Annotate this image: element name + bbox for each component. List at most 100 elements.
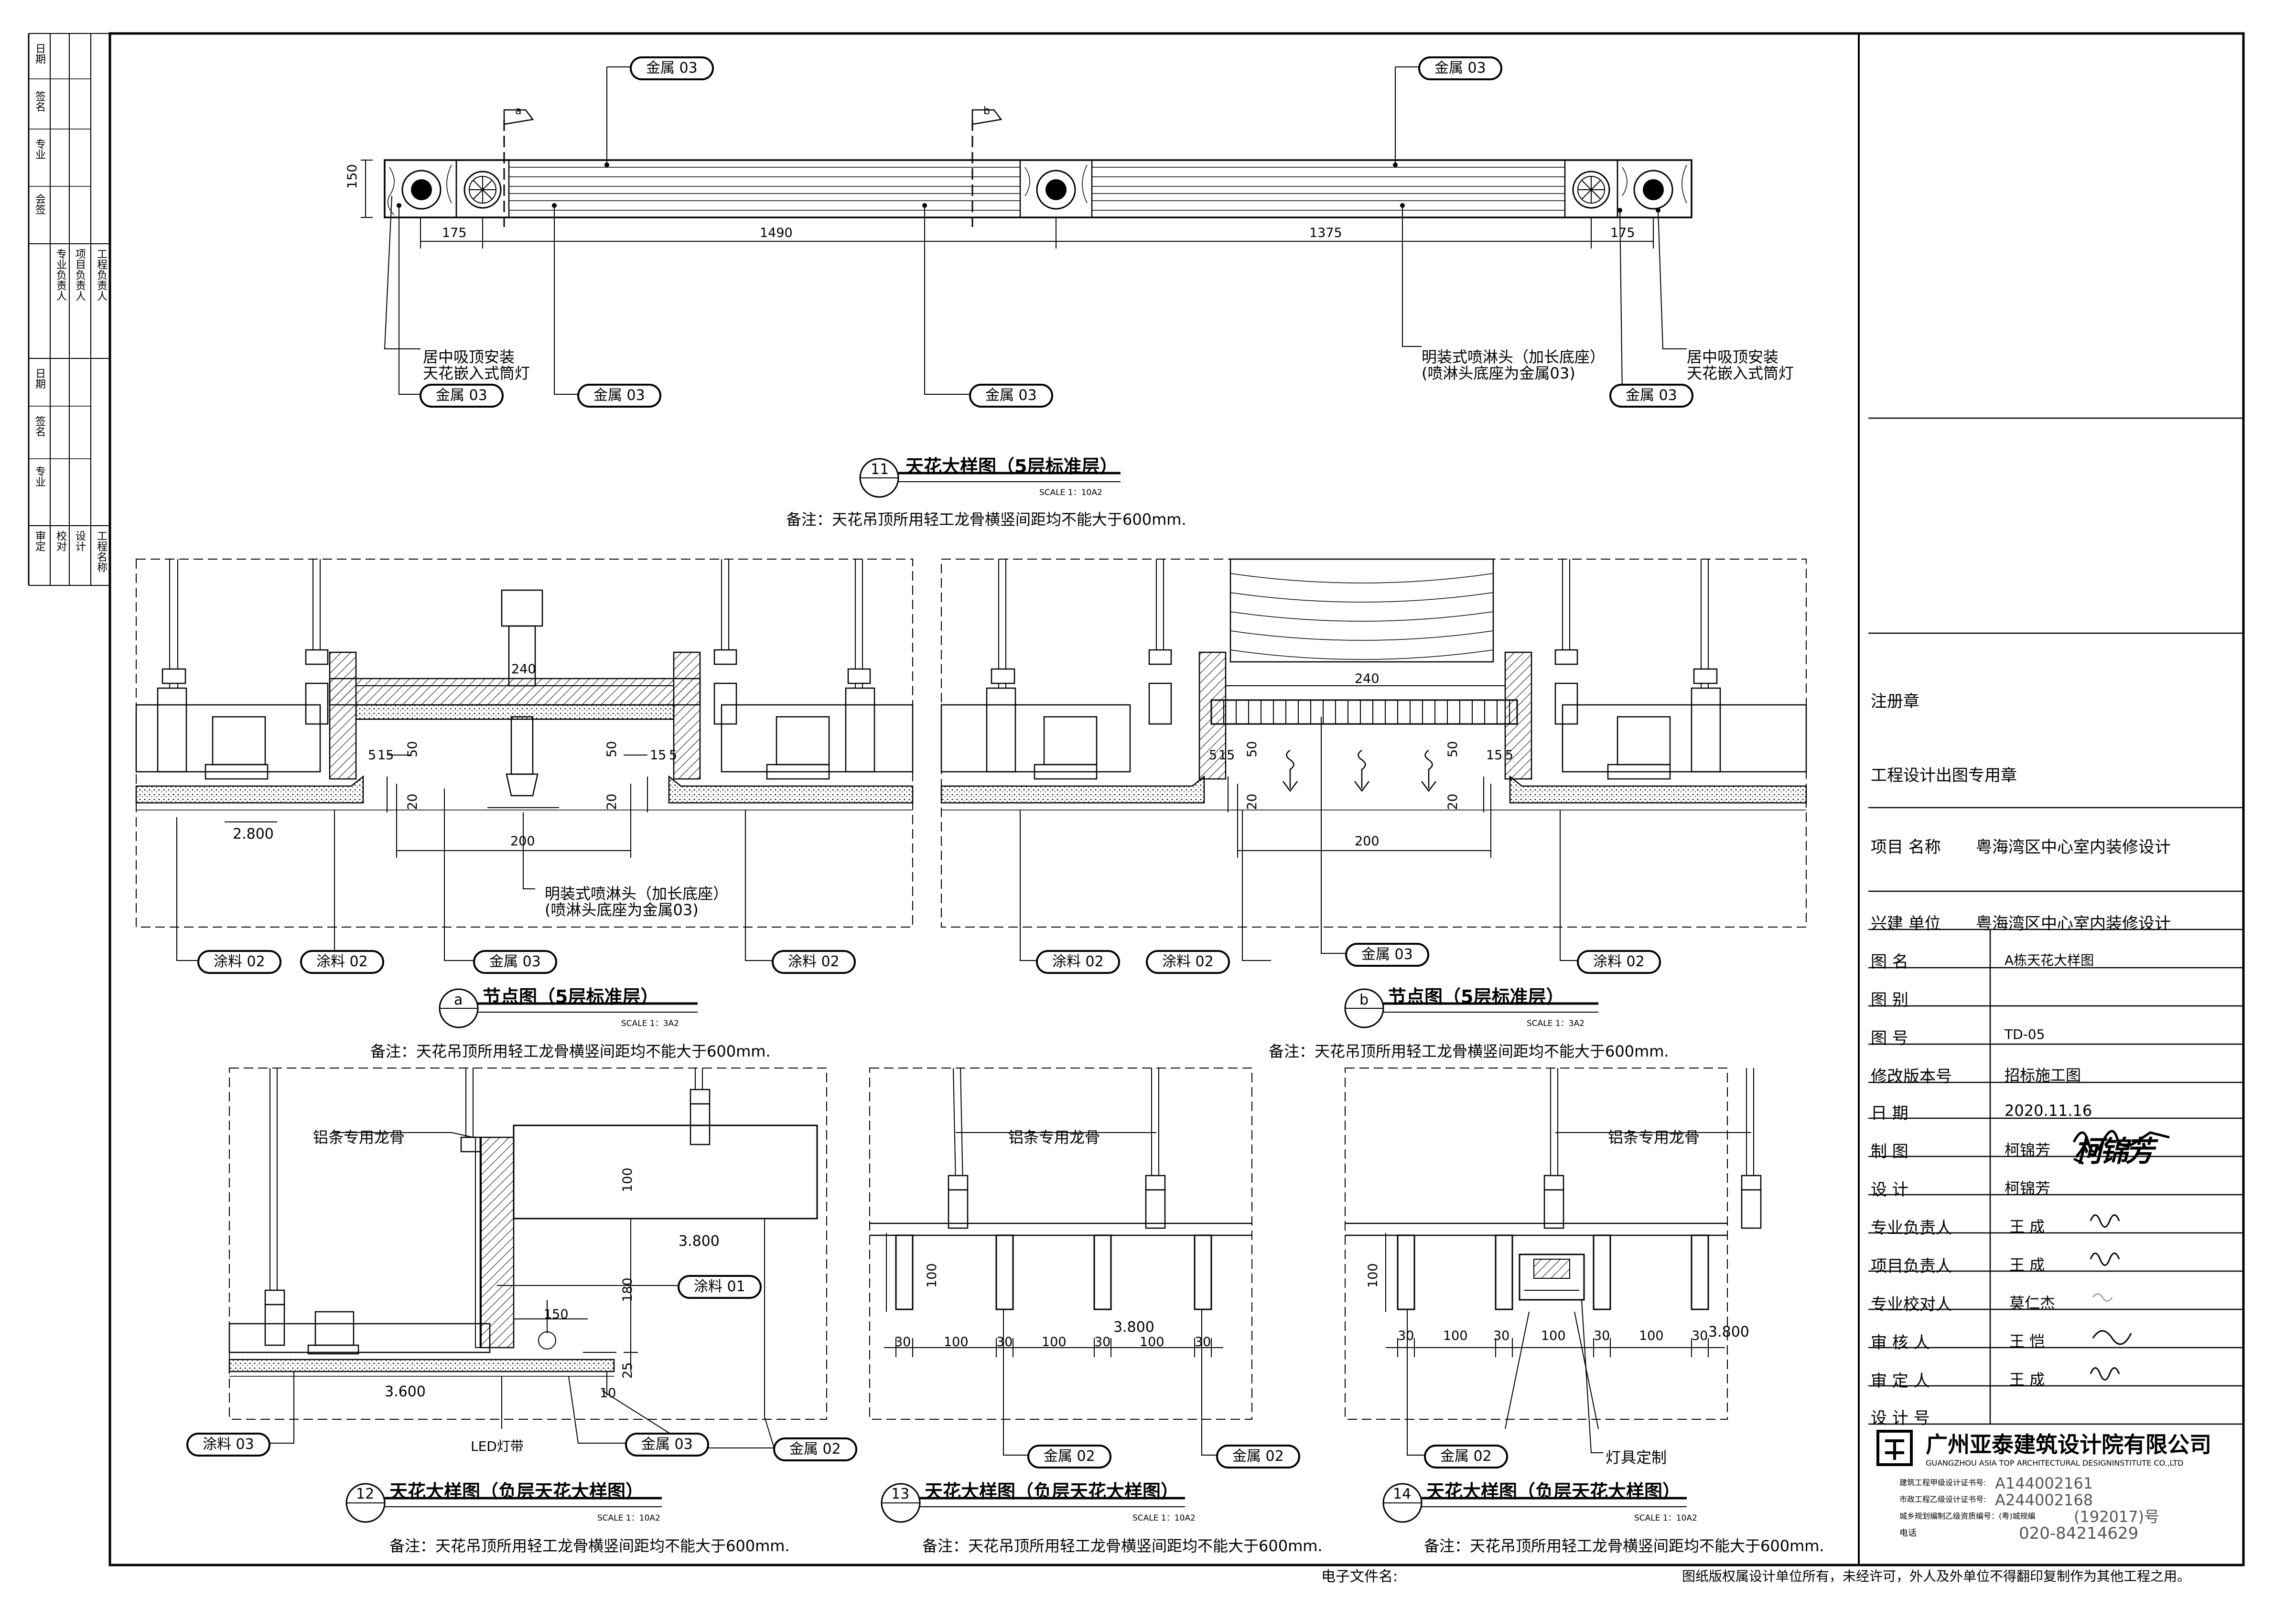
d12-dim-100: 100 (620, 1167, 635, 1192)
cert3-label: 城乡规划编制乙级资质编号：(粤)城规编 (1899, 1512, 2036, 1521)
d12-level-1: 3.800 (679, 1233, 720, 1250)
tb-design-stamp: 工程设计出图专用章 (1871, 766, 2017, 785)
tb-val-drafter: 柯锦芳 (2005, 1141, 2051, 1159)
nb-dim-5: 5 (1209, 748, 1218, 763)
nb-scale: SCALE 1：3A2 (1527, 1019, 1585, 1028)
na-paint02-label-1: 涂料 02 (197, 950, 281, 974)
tb-key-reviewer: 审 核 人 (1871, 1333, 1930, 1352)
na-dim-15b: 15 (650, 748, 667, 763)
d12-dim-25: 25 (620, 1362, 635, 1379)
strip-approve: 审定 (33, 530, 45, 551)
tb-key-number: 图 号 (1871, 1029, 1908, 1048)
na-sprinkler-2: (喷淋头底座为金属03) (545, 901, 699, 919)
d13-scale: SCALE 1：10A2 (1132, 1513, 1196, 1523)
d14-dim-30c: 30 (1594, 1328, 1610, 1343)
strip-project: 工程名称 (95, 530, 107, 572)
tb-key-drafter: 制 图 (1871, 1142, 1908, 1161)
section-mark-b: b (983, 105, 990, 117)
nb-dim-200: 200 (1355, 834, 1380, 849)
strip-sign: 签名 (33, 91, 45, 112)
d11-downlight-note-2a: 居中吸顶安装 (1687, 348, 1779, 366)
d12-paint01-label: 涂料 01 (678, 1275, 762, 1299)
tb-signature: 柯锦芳 (2074, 1135, 2154, 1168)
d11-dim-1490: 1490 (760, 226, 793, 240)
na-dim-5: 5 (368, 748, 377, 763)
d12-dim-180: 180 (620, 1277, 635, 1302)
d11-downlight-note-2b: 天花嵌入式筒灯 (1687, 364, 1794, 382)
d11-downlight-note-1a: 居中吸顶安装 (423, 348, 515, 366)
phone-value: 020-84214629 (2019, 1524, 2139, 1543)
d11-number: 11 (871, 461, 889, 478)
strip-sign-2: 签名 (33, 416, 45, 437)
tb-key-revision: 修改版本号 (1871, 1067, 1952, 1086)
d11-metal03-label-5: 金属 03 (969, 384, 1053, 408)
d11-downlight-note-1b: 天花嵌入式筒灯 (423, 364, 530, 382)
d11-dim-150: 150 (345, 164, 360, 189)
na-number: a (454, 992, 463, 1008)
nb-dim-15: 15 (1218, 748, 1235, 763)
cert2-value: A244002168 (1995, 1491, 2093, 1509)
d12-keel: 铝条专用龙骨 (313, 1128, 405, 1146)
tb-key-designer: 设 计 (1871, 1180, 1908, 1199)
nb-metal03-label: 金属 03 (1345, 943, 1429, 967)
tb-key-checker: 专业校对人 (1871, 1295, 1952, 1314)
nb-dim-20a: 20 (1245, 793, 1260, 810)
strip-design: 设计 (74, 530, 86, 551)
na-paint02-label-3: 涂料 02 (772, 950, 856, 974)
strip-eng-lead: 工程负责人 (95, 248, 107, 301)
d14-light: 灯具定制 (1606, 1448, 1667, 1467)
tb-val-major-lead: 王 成 (2009, 1218, 2045, 1236)
d14-dim-100c: 100 (1639, 1328, 1664, 1343)
tb-key-approver: 审 定 人 (1871, 1371, 1930, 1391)
tb-val-project-lead: 王 成 (2009, 1256, 2045, 1274)
tb-val-number: TD-05 (2005, 1026, 2045, 1042)
d13-dim-100a: 100 (944, 1335, 969, 1350)
d11-sprinkler-note-1: 明装式喷淋头（加长底座） (1422, 348, 1606, 366)
cert3-value: (192017)号 (2074, 1508, 2160, 1526)
na-sprinkler-1: 明装式喷淋头（加长底座） (545, 885, 729, 903)
d13-note: 备注：天花吊顶所用轻工龙骨横竖间距均不能大于600mm. (922, 1537, 1323, 1555)
d11-metal03-label-4: 金属 03 (577, 384, 661, 408)
d12-number: 12 (356, 1486, 375, 1502)
tb-val-checker: 莫仁杰 (2009, 1294, 2056, 1312)
d13-dim-30a: 30 (895, 1335, 911, 1350)
na-level: 2.800 (233, 826, 274, 842)
tb-reg-stamp: 注册章 (1871, 692, 1919, 711)
strip-project-lead: 项目负责人 (74, 248, 86, 301)
section-mark-a: a (515, 105, 522, 117)
na-dim-50a: 50 (405, 741, 420, 757)
na-title: 节点图（5层标准层） (483, 986, 659, 1007)
d11-metal03-label-6: 金属 03 (1609, 384, 1693, 408)
d13-dim-100b: 100 (1042, 1335, 1067, 1350)
tb-key-client: 兴建 单位 (1871, 914, 1941, 933)
tb-val-revision: 招标施工图 (2005, 1066, 2081, 1084)
tb-val-designer: 柯锦芳 (2005, 1179, 2051, 1198)
strip-major-lead: 专业负责人 (54, 248, 66, 301)
d12-metal03-label: 金属 03 (625, 1433, 709, 1457)
d14-dim-100b: 100 (1541, 1328, 1566, 1343)
na-dim-5b: 5 (669, 748, 678, 763)
tb-key-project-lead: 项目负责人 (1871, 1257, 1952, 1276)
strip-check: 校对 (54, 530, 66, 551)
d11-dim-1375: 1375 (1309, 226, 1342, 240)
cert1-value: A144002161 (1995, 1474, 2093, 1492)
d11-metal03-label-3: 金属 03 (420, 384, 504, 408)
tb-key-date: 日 期 (1871, 1104, 1908, 1123)
tb-val-client: 粤海湾区中心室内装修设计 (1976, 914, 2171, 933)
nb-dim-15b: 15 (1486, 748, 1503, 763)
strip-major-2: 专业 (33, 466, 45, 487)
nb-paint02-label-2: 涂料 02 (1146, 950, 1230, 974)
d14-scale: SCALE 1：10A2 (1634, 1513, 1697, 1523)
d13-dim-30d: 30 (1195, 1335, 1211, 1350)
d12-metal02-label: 金属 02 (773, 1437, 857, 1461)
footer-efile: 电子文件名: (1321, 1568, 1398, 1585)
tb-val-date: 2020.11.16 (2005, 1101, 2092, 1120)
na-metal03-label: 金属 03 (473, 950, 557, 974)
na-paint02-label-2: 涂料 02 (300, 950, 384, 974)
na-scale: SCALE 1：3A2 (621, 1019, 679, 1028)
tb-key-design-no: 设 计 号 (1871, 1409, 1930, 1428)
d13-keel: 铝条专用龙骨 (1008, 1128, 1100, 1146)
d12-led: LED灯带 (471, 1438, 524, 1454)
tb-val-reviewer: 王 恺 (2009, 1332, 2045, 1350)
